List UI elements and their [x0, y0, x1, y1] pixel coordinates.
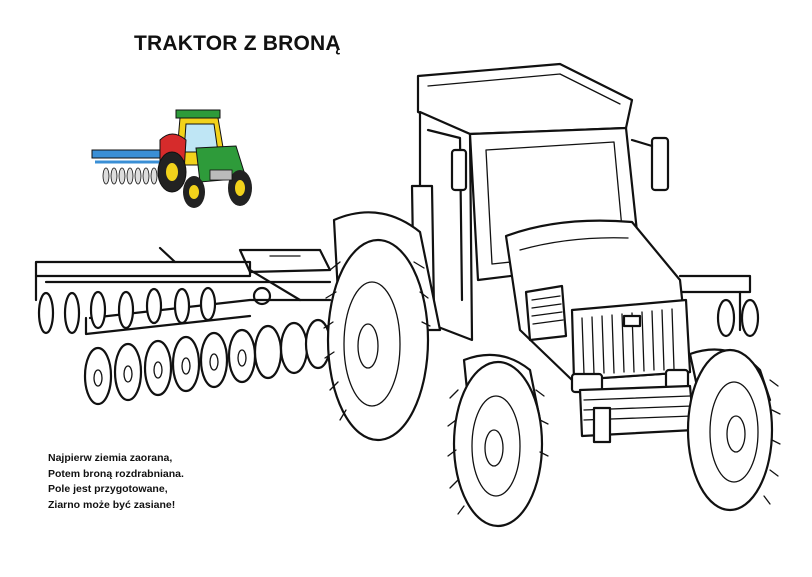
tractor-hood: [504, 219, 696, 444]
poem-verse: Najpierw ziemia zaorana, Potem broną roz…: [48, 451, 184, 513]
poem-line: Potem broną rozdrabniana.: [48, 467, 184, 480]
page-title: TRAKTOR Z BRONĄ: [134, 32, 341, 55]
tractor-rear-wheel: [323, 211, 442, 442]
harrow-back-discs: [37, 286, 760, 338]
harrow-front-discs: [83, 318, 332, 406]
reference-harrow: [91, 149, 165, 185]
tractor-front-wheels: [447, 348, 781, 528]
poem-line: Najpierw ziemia zaorana,: [48, 452, 173, 464]
poem-line: Ziarno może być zasiane!: [48, 498, 176, 511]
reference-tractor: [157, 109, 252, 208]
poem-line: Pole jest przygotowane,: [48, 483, 168, 495]
